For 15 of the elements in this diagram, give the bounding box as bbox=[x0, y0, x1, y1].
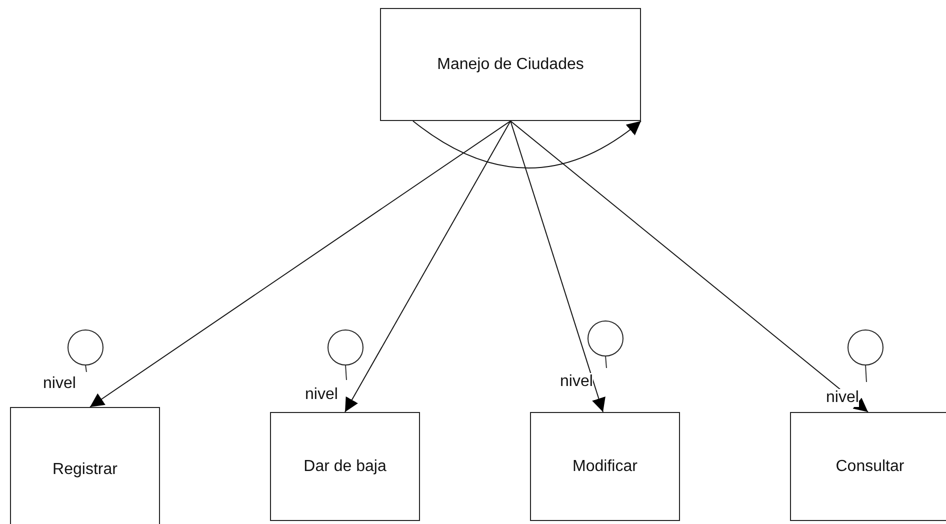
module-box bbox=[380, 8, 641, 121]
couple-label: nivel bbox=[826, 389, 859, 407]
arrow bbox=[344, 120, 511, 412]
module-box bbox=[270, 412, 420, 521]
module-label: Modificar bbox=[572, 458, 638, 476]
module-box bbox=[10, 407, 160, 524]
arrow bbox=[90, 120, 511, 408]
module-label: Consultar bbox=[836, 458, 904, 476]
module-box bbox=[530, 412, 680, 521]
module-label: Dar de baja bbox=[304, 458, 386, 476]
arrow bbox=[510, 120, 868, 412]
module-label: Registrar bbox=[52, 460, 118, 478]
module-box bbox=[790, 412, 946, 521]
module-label: Manejo de Ciudades bbox=[437, 56, 584, 74]
arrow bbox=[510, 120, 606, 412]
